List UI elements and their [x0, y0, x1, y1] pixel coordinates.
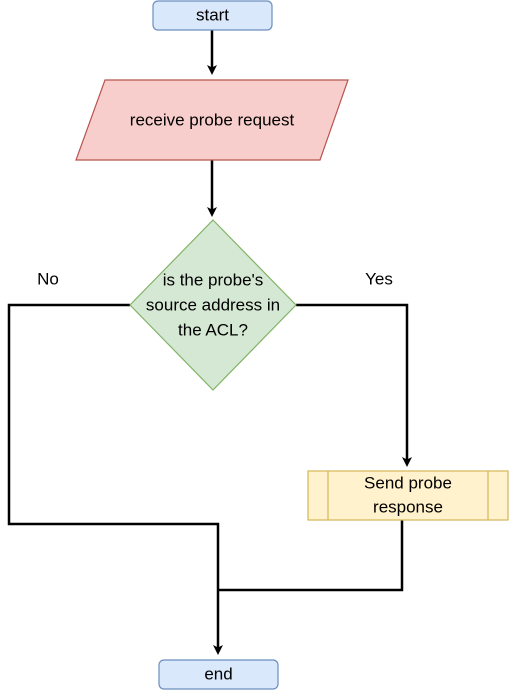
edge-label-yes: Yes — [365, 269, 393, 288]
end-node: end — [158, 659, 279, 690]
receive-node-label: receive probe request — [130, 110, 295, 129]
send-node: Send probe response — [307, 470, 509, 521]
edge-decision-yes-to-send — [296, 303, 412, 467]
decision-node-line-2: source address in — [146, 295, 280, 314]
edge-decision-no-to-end — [7, 303, 223, 655]
receive-node-shape — [75, 79, 349, 161]
start-node-label: start — [196, 5, 229, 24]
end-node-label: end — [204, 664, 232, 683]
start-node: start — [152, 0, 273, 31]
decision-node-line-1: is the probe's — [163, 270, 264, 289]
start-node-shape — [152, 0, 273, 31]
send-node-line-2: response — [373, 497, 443, 516]
decision-node-shape — [129, 219, 297, 391]
decision-node-line-3: the ACL? — [178, 320, 248, 339]
edge-send-to-end — [218, 520, 404, 592]
end-node-shape — [158, 659, 279, 690]
edge-label-no: No — [37, 269, 59, 288]
receive-node: receive probe request — [75, 79, 349, 161]
send-node-line-1: Send probe — [364, 473, 452, 492]
decision-node: is the probe's source address in the ACL… — [129, 219, 297, 391]
send-node-shape — [307, 470, 509, 521]
